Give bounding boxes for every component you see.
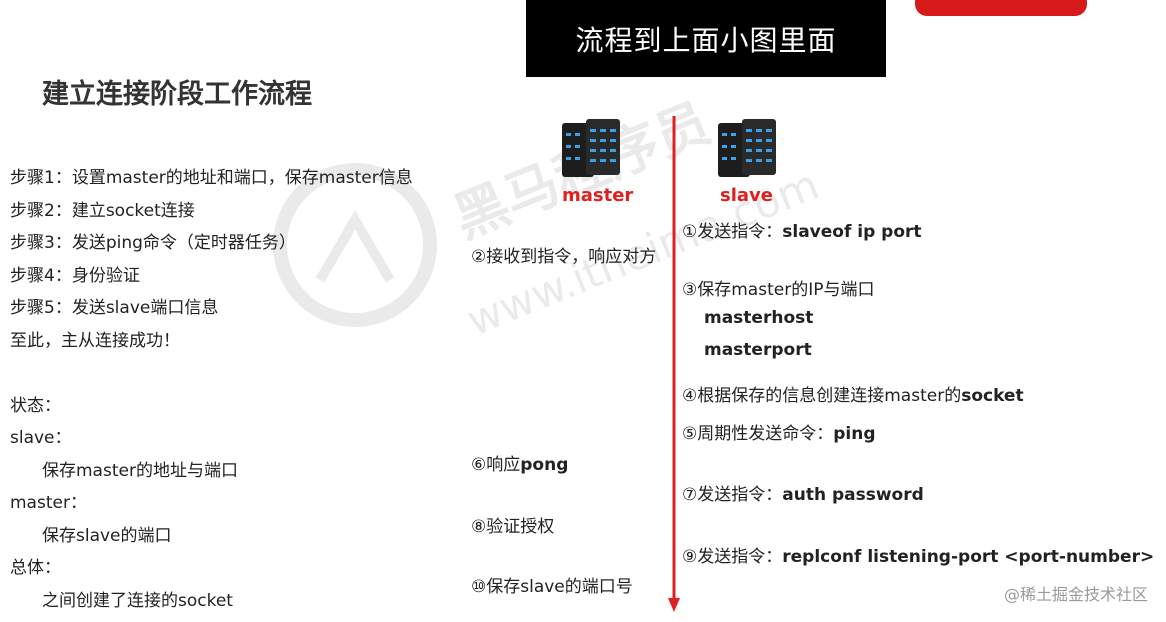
status-slave-desc: 保存master的地址与端口 xyxy=(42,460,238,481)
title-banner: 流程到上面小图里面 xyxy=(526,0,886,77)
step-item: 步骤3：发送ping命令（定时器任务） xyxy=(10,233,296,253)
slave-step-bold: ping xyxy=(833,424,876,444)
master-step: ②接收到指令，响应对方 xyxy=(471,242,656,267)
slave-step-bold: auth password xyxy=(782,485,924,505)
slave-server-icon xyxy=(718,119,776,177)
master-step-text: ⑥响应 xyxy=(471,455,521,475)
red-tab-decoration xyxy=(915,0,1087,16)
master-step-text: ⑩保存slave的端口号 xyxy=(471,577,633,597)
slave-step-bold: socket xyxy=(961,386,1024,406)
slave-step: ⑦发送指令：auth password xyxy=(682,480,924,505)
steps-panel: 步骤1：设置master的地址和端口，保存master信息 步骤2：建立sock… xyxy=(10,162,450,617)
status-overall-label: 总体： xyxy=(10,558,61,578)
banner-title: 流程到上面小图里面 xyxy=(575,23,837,57)
step-item: 步骤2：建立socket连接 xyxy=(10,200,195,221)
spacer xyxy=(10,357,450,390)
slave-step-bold: slaveof ip port xyxy=(782,222,922,242)
slave-step: ④根据保存的信息创建连接master的socket xyxy=(682,381,1024,406)
slave-sub-item: masterhost xyxy=(704,308,814,328)
status-master-desc: 保存slave的端口 xyxy=(42,525,172,546)
status-heading: 状态： xyxy=(10,395,61,416)
slave-step-text: ①发送指令： xyxy=(682,222,783,242)
timeline-arrow-icon xyxy=(668,116,680,612)
step-item: 步骤5：发送slave端口信息 xyxy=(10,298,219,318)
slave-step: ①发送指令：slaveof ip port xyxy=(682,217,922,242)
slave-step-text: ③保存master的IP与端口 xyxy=(682,280,875,300)
slave-label: slave xyxy=(720,185,773,206)
source-credit: @稀土掘金技术社区 xyxy=(1003,585,1148,604)
status-overall-desc: 之间创建了连接的socket xyxy=(42,590,233,611)
status-slave-label: slave： xyxy=(10,428,72,448)
master-step-bold: pong xyxy=(520,455,569,475)
master-step: ⑩保存slave的端口号 xyxy=(471,572,633,597)
slave-step: ③保存master的IP与端口 xyxy=(682,275,874,300)
master-step: ⑧验证授权 xyxy=(471,512,554,537)
master-step-text: ⑧验证授权 xyxy=(471,517,555,537)
page-title: 建立连接阶段工作流程 xyxy=(42,79,312,110)
slave-step: ⑤周期性发送命令：ping xyxy=(682,419,876,444)
step-item: 步骤4：身份验证 xyxy=(10,265,140,286)
conclusion-text: 至此，主从连接成功！ xyxy=(10,330,180,351)
master-step-text: ②接收到指令，响应对方 xyxy=(471,247,657,267)
slave-sub-item: masterport xyxy=(704,340,812,360)
status-master-label: master： xyxy=(10,493,87,513)
step-item: 步骤1：设置master的地址和端口，保存master信息 xyxy=(10,168,413,188)
slave-step-text: ⑨发送指令： xyxy=(682,547,783,567)
slave-step-text: ⑦发送指令： xyxy=(682,485,783,505)
slave-step: ⑨发送指令：replconf listening-port <port-numb… xyxy=(682,542,1154,567)
slave-step-text: ④根据保存的信息创建连接master的 xyxy=(682,386,962,406)
slave-step-bold: replconf listening-port <port-number> xyxy=(782,547,1155,567)
master-label: master xyxy=(562,185,634,206)
master-step: ⑥响应pong xyxy=(471,450,568,475)
master-server-icon xyxy=(562,119,620,177)
slave-step-text: ⑤周期性发送命令： xyxy=(682,424,834,444)
